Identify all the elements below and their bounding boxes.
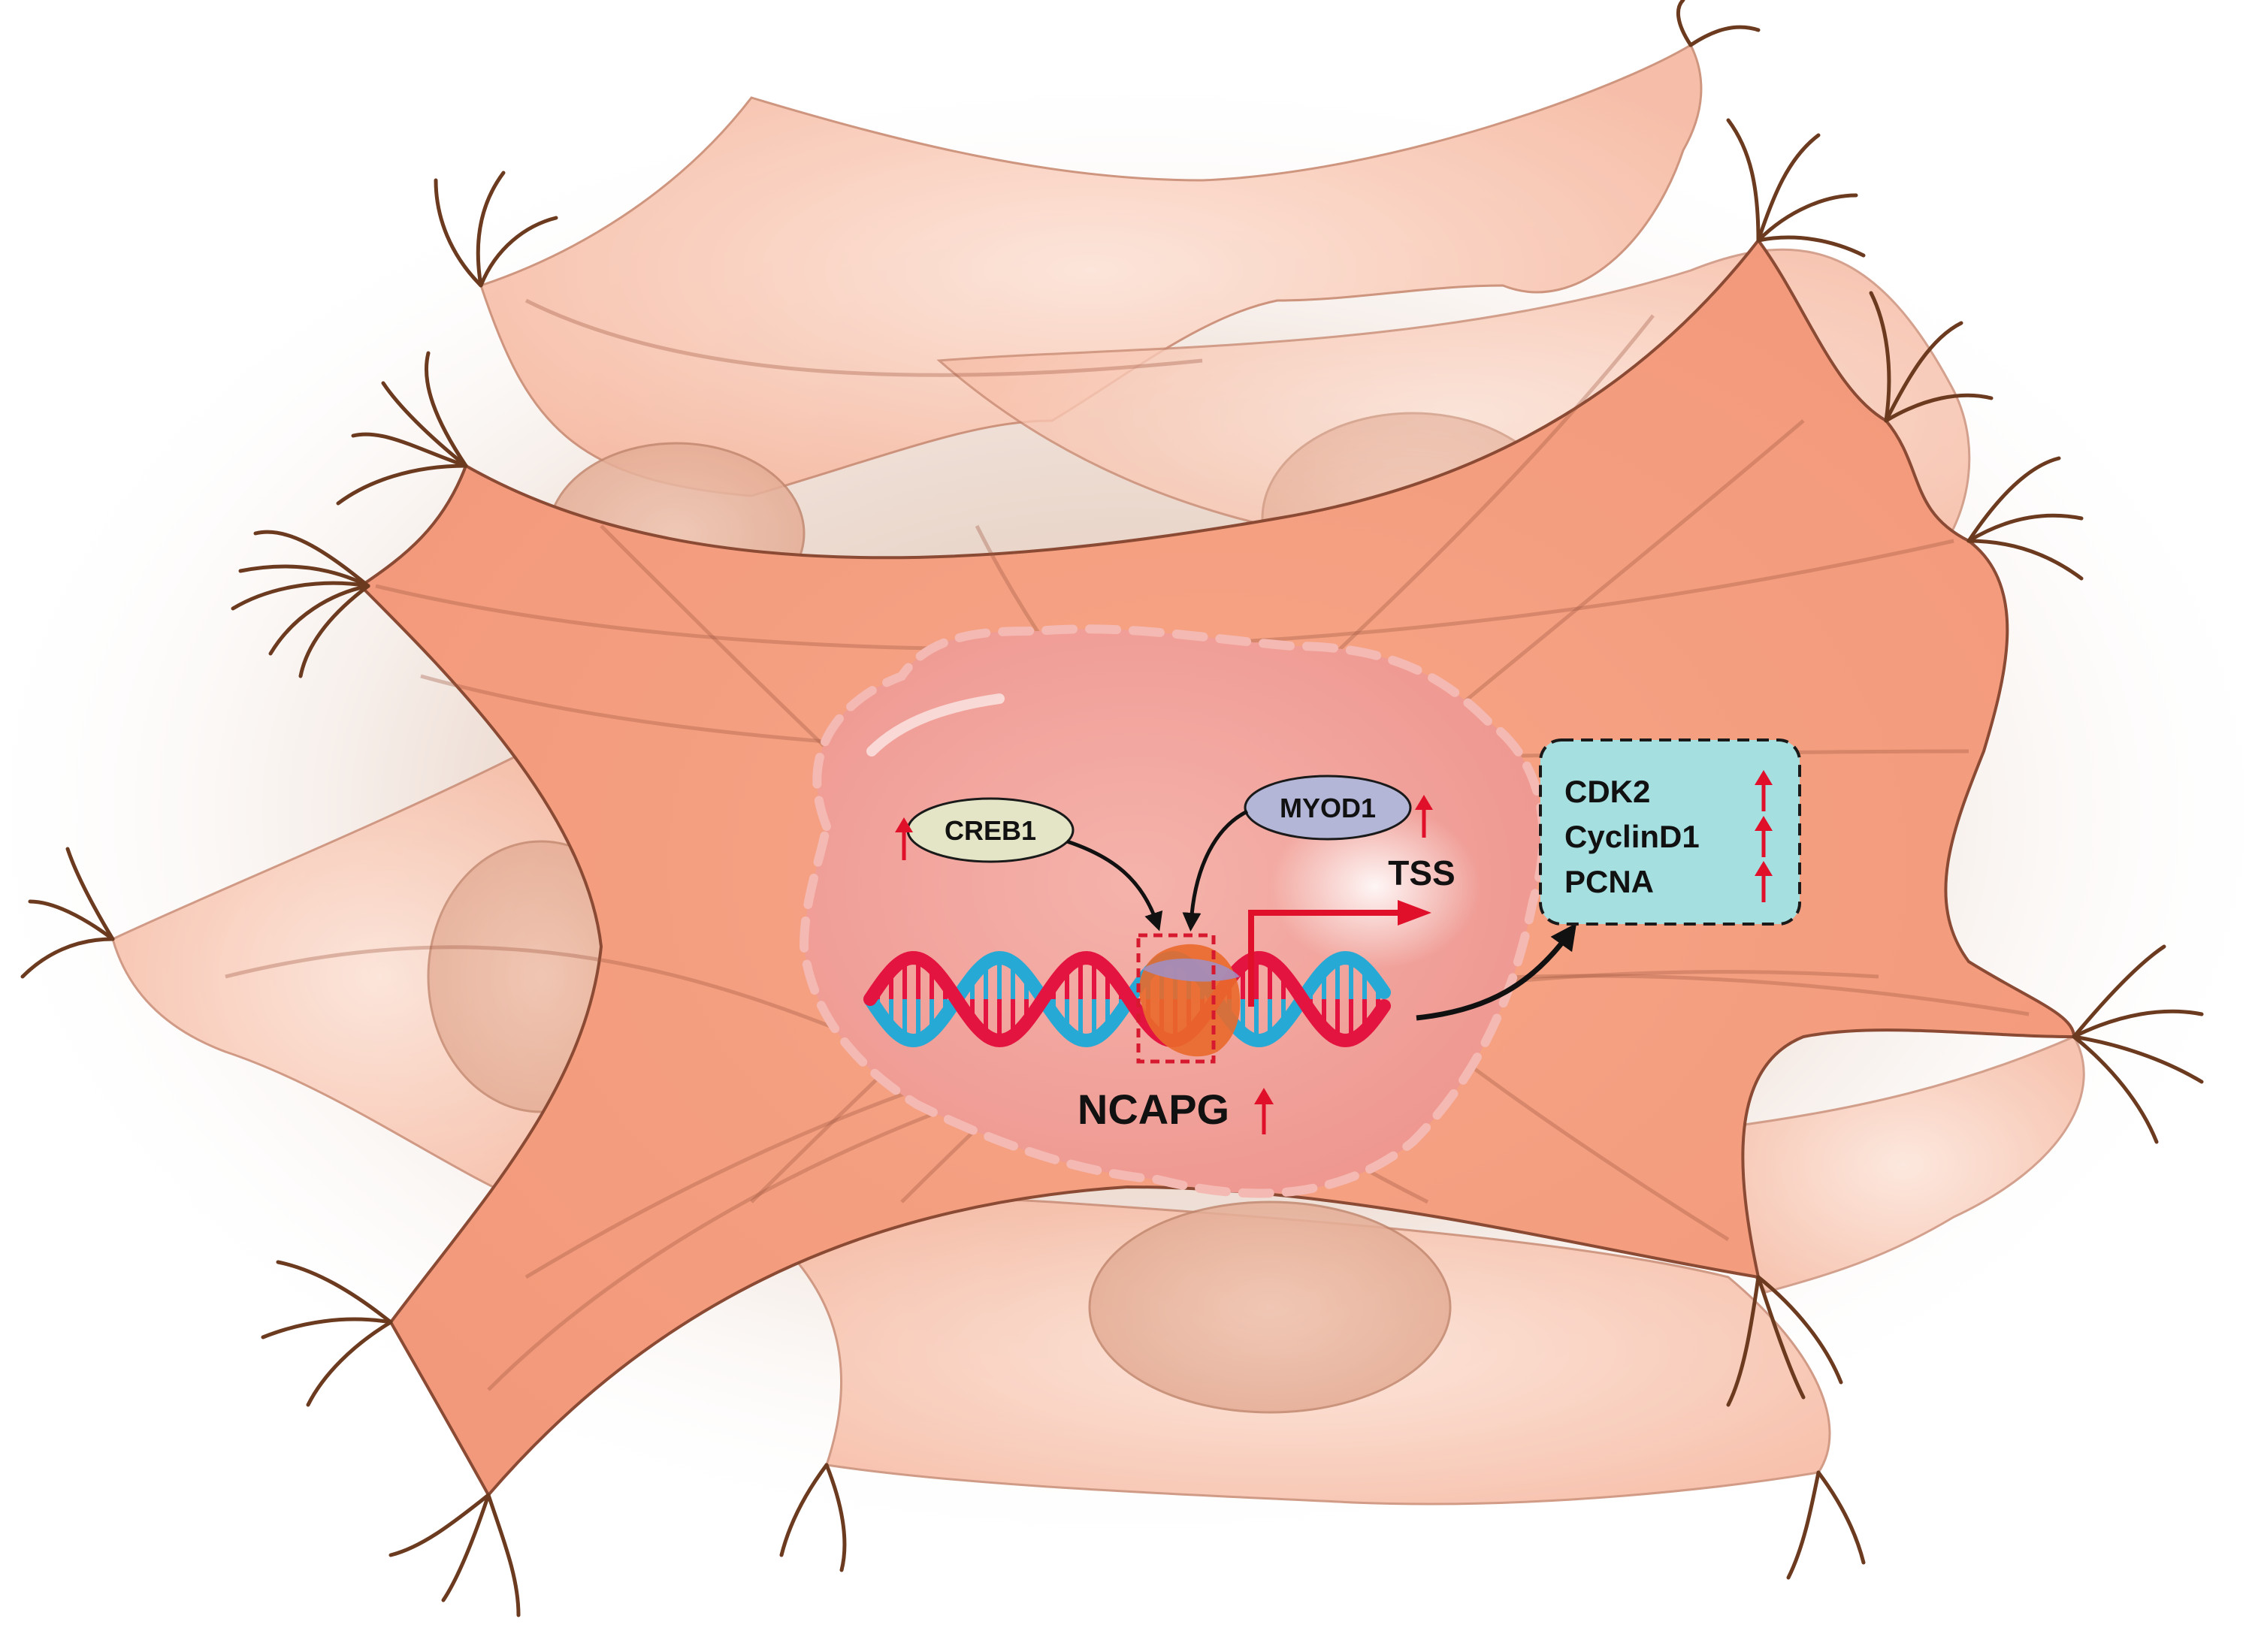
target-cdk2-label: CDK2 bbox=[1564, 774, 1650, 809]
ncapg-promoter-binding-site bbox=[1136, 933, 1241, 1064]
dna-strand-red bbox=[863, 950, 1391, 1048]
target-cdk2-up-arrow-icon bbox=[1755, 770, 1773, 811]
tss-label: TSS bbox=[1388, 853, 1455, 892]
myod1-up-arrow-icon bbox=[1415, 795, 1433, 838]
tss-marker: TSS bbox=[1248, 853, 1456, 1007]
nucleus-highlight bbox=[1270, 804, 1480, 969]
ncapg-up-arrow-icon bbox=[1254, 1088, 1274, 1134]
target-cyclind1-label: CyclinD1 bbox=[1564, 819, 1700, 854]
downstream-targets-box: CDK2 CyclinD1 PCNA bbox=[1539, 738, 1801, 926]
myod1-binding-arrow-icon bbox=[1182, 809, 1249, 932]
nucleus bbox=[799, 624, 1548, 1198]
transcription-factor-creb1: CREB1 bbox=[906, 797, 1163, 932]
creb1-binding-arrow-icon bbox=[1066, 839, 1163, 932]
myod1-oval bbox=[1244, 775, 1412, 841]
downstream-arrow-icon bbox=[1416, 923, 1577, 1021]
binding-site-box bbox=[1136, 933, 1216, 1064]
transcription-factor-myod1: MYOD1 bbox=[1182, 775, 1412, 932]
tss-arrow-icon bbox=[1248, 910, 1405, 1007]
creb1-label: CREB1 bbox=[945, 815, 1036, 846]
target-cyclind1-up-arrow-icon bbox=[1755, 816, 1773, 857]
nucleus-membrane bbox=[799, 624, 1548, 1198]
ncapg-label: NCAPG bbox=[1078, 1086, 1229, 1133]
background-cell-top-left bbox=[479, 43, 1703, 497]
target-pcna-label: PCNA bbox=[1564, 864, 1654, 899]
target-pcna-up-arrow-icon bbox=[1755, 861, 1773, 902]
ncapg-gene: NCAPG bbox=[1078, 1086, 1274, 1134]
filopodia bbox=[20, 0, 2204, 1617]
myod1-label: MYOD1 bbox=[1280, 793, 1376, 823]
creb1-up-arrow-icon bbox=[895, 817, 913, 860]
background-nucleus-4 bbox=[1088, 1200, 1452, 1414]
